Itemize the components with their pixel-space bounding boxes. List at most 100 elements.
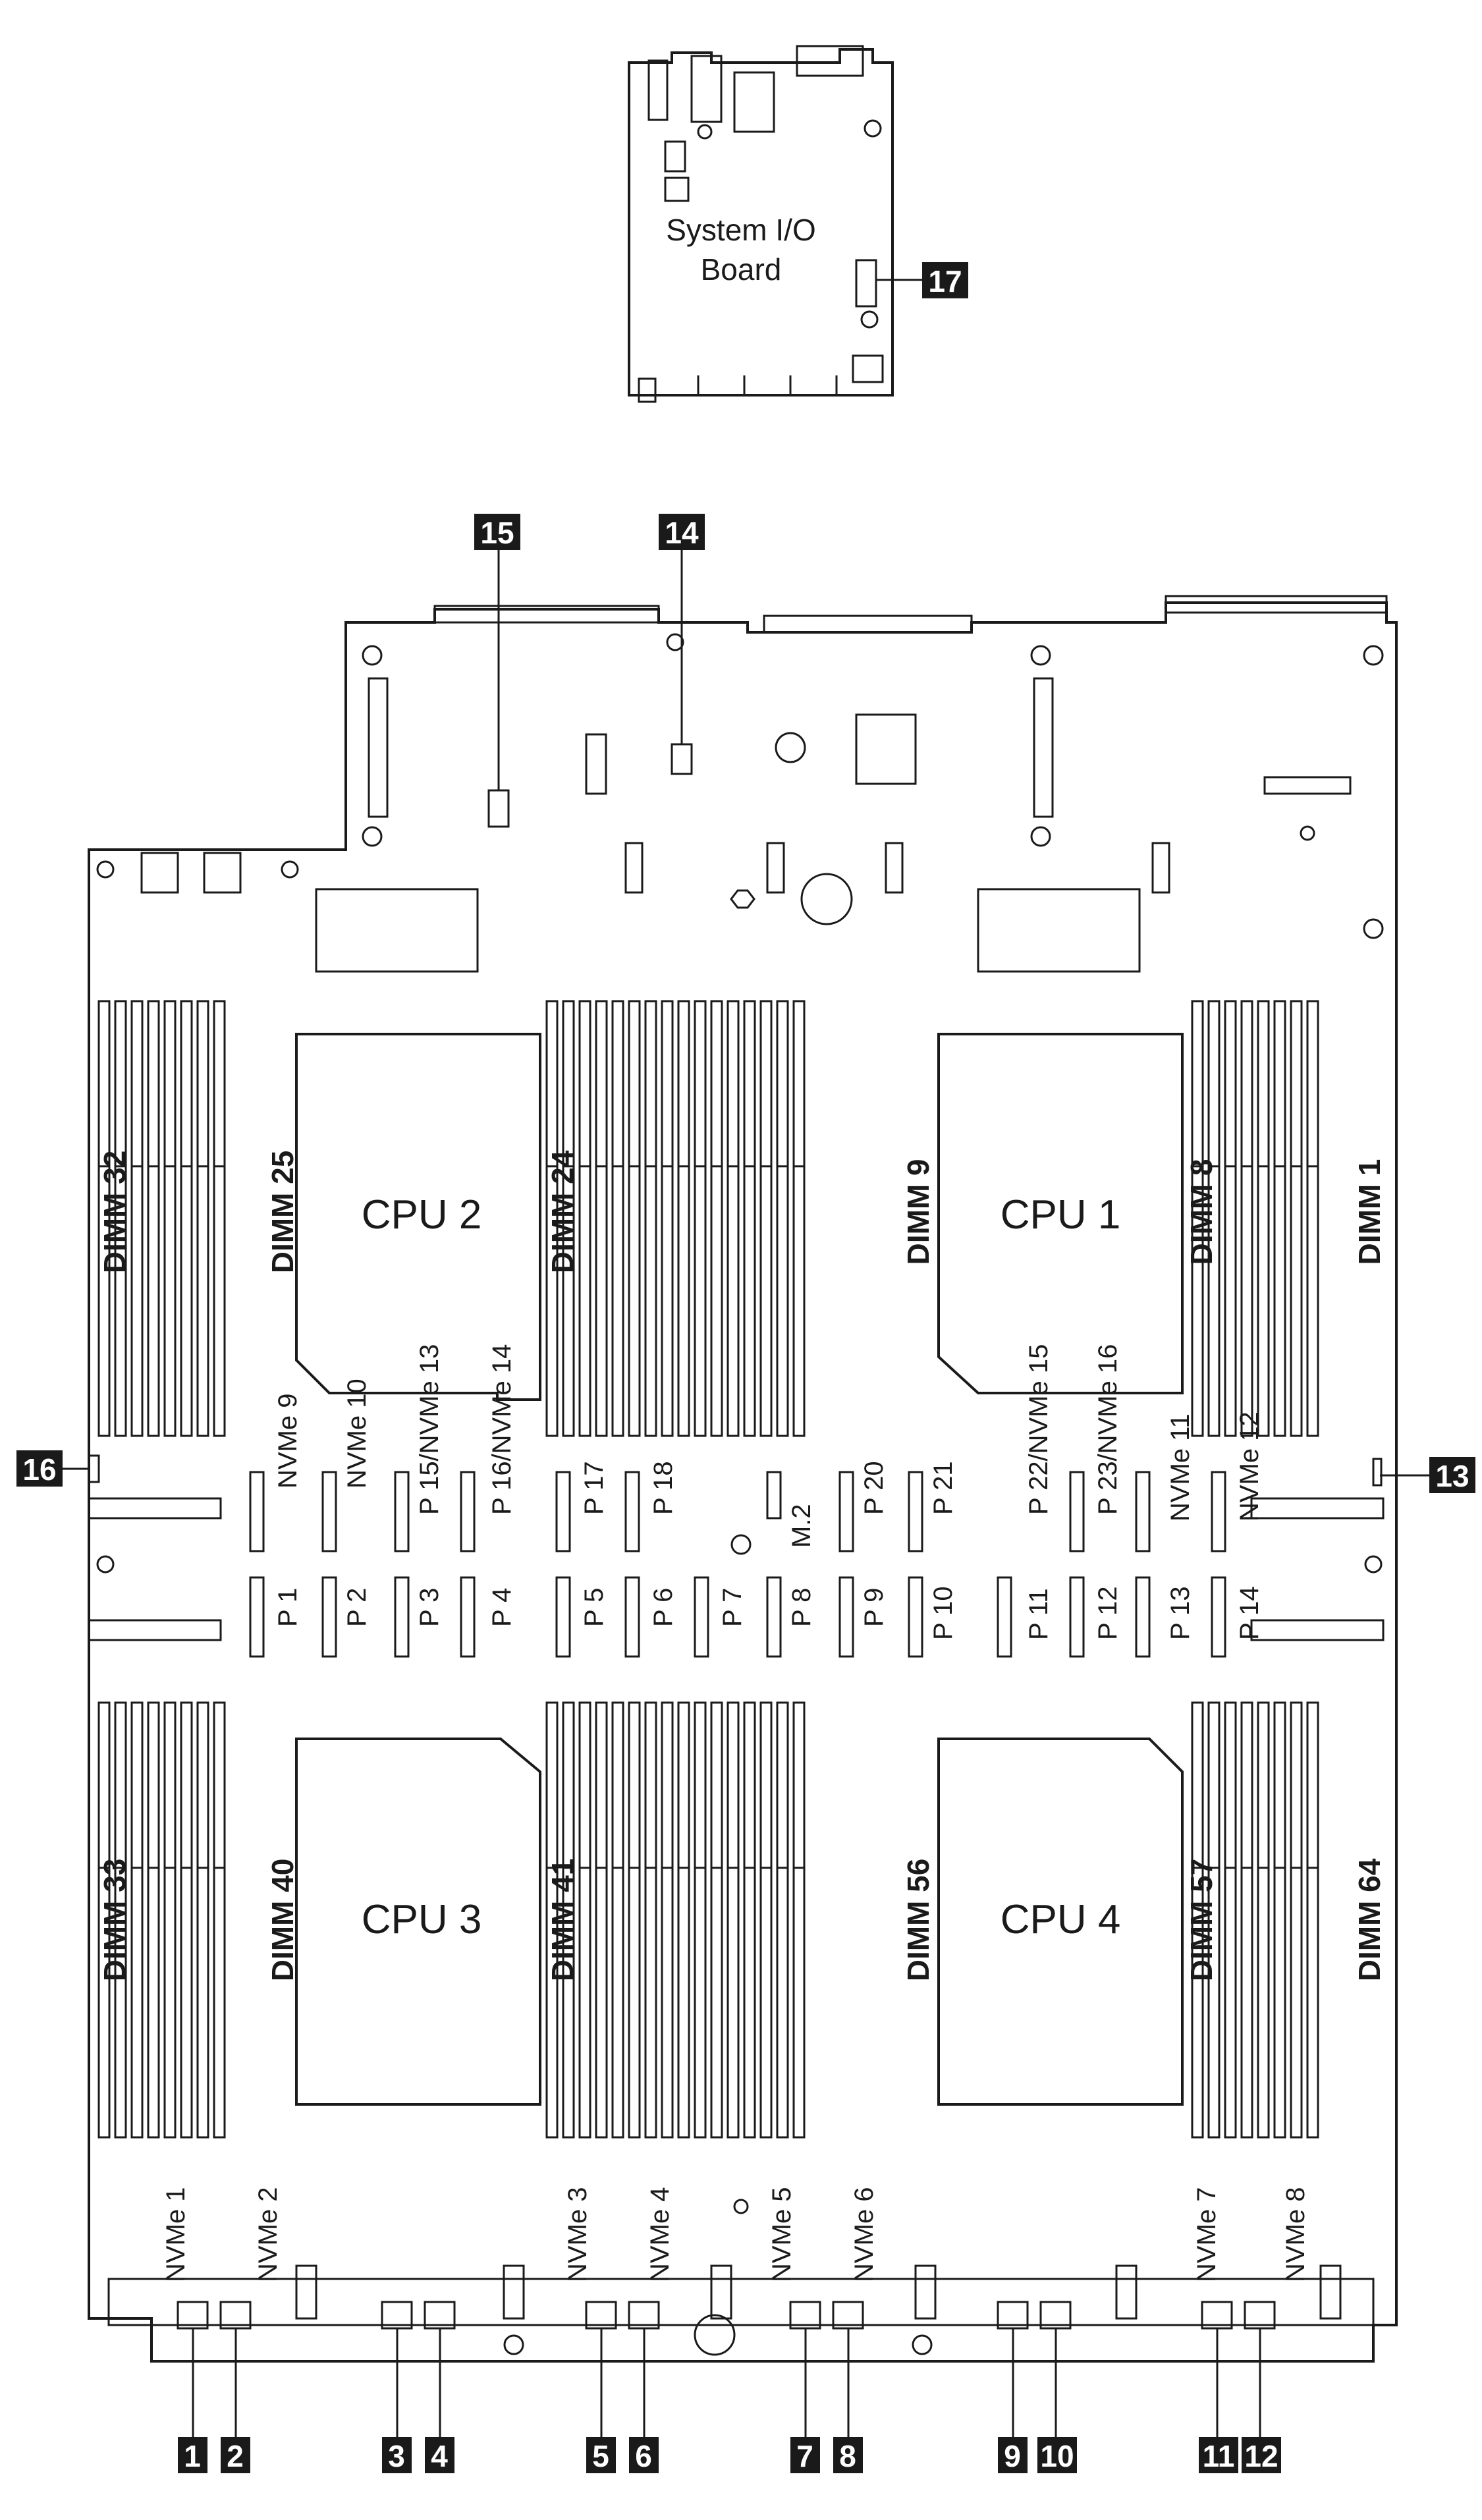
- dimm-slot: [759, 1000, 773, 1437]
- pcie-connectors: NVMe 9 NVMe 10 P 15/NVMe 13 P 16/NVMe 14…: [249, 1344, 1264, 1658]
- svg-text:12: 12: [1244, 2439, 1278, 2473]
- pcie-label-p3: P 3: [415, 1588, 444, 1627]
- callout-15: 15: [474, 514, 520, 550]
- callout-17: 17: [922, 262, 968, 298]
- svg-text:1: 1: [184, 2439, 201, 2473]
- dimm-slot: [727, 1701, 740, 2139]
- dimm-slot: [644, 1000, 657, 1437]
- dimm-slot: [743, 1701, 756, 2139]
- svg-text:8: 8: [839, 2439, 856, 2473]
- dimm-slot: [628, 1000, 641, 1437]
- dimm-slot: [97, 1000, 111, 1437]
- nvme-4-label: NVMe 4: [645, 2187, 674, 2283]
- pcie-label-p21: P 21: [929, 1461, 958, 1515]
- dimm-32-label: DIMM 32: [97, 1151, 132, 1274]
- dimm-slot: [694, 1000, 707, 1437]
- io-board-title-line1: System I/O: [666, 213, 815, 247]
- dimm-slot: [694, 1701, 707, 2139]
- dimm-8-label: DIMM 8: [1184, 1159, 1219, 1265]
- nvme-7-label: NVMe 7: [1192, 2187, 1221, 2283]
- dimm-slot: [545, 1701, 559, 2139]
- dimm-slot: [1240, 1701, 1253, 2139]
- dimm-slot: [545, 1000, 559, 1437]
- nvme-1-label: NVMe 1: [161, 2187, 190, 2283]
- dimm-slot: [130, 1000, 144, 1437]
- pcie-label-p12: P 12: [1093, 1586, 1122, 1640]
- pcie-label-nvme-11: NVMe 11: [1166, 1413, 1195, 1521]
- cpu-sockets: CPU 2 CPU 1 CPU 3 CPU 4: [295, 1033, 1184, 2106]
- nvme-8-label: NVMe 8: [1281, 2187, 1310, 2283]
- callout-2: 2: [221, 2437, 250, 2473]
- callout-12: 12: [1242, 2437, 1281, 2473]
- dimm-slot: [163, 1000, 177, 1437]
- svg-text:10: 10: [1040, 2439, 1074, 2473]
- dimm-57-label: DIMM 57: [1184, 1859, 1219, 1982]
- pcie-label-p10: P 10: [929, 1586, 958, 1640]
- dimm-slot: [114, 1701, 127, 2139]
- dimm-slot: [611, 1000, 624, 1437]
- dimm-slot: [1257, 1000, 1270, 1437]
- pcie-label-m2: M.2: [787, 1504, 816, 1548]
- dimm-slot: [147, 1701, 160, 2139]
- dimm-slot: [1306, 1000, 1319, 1437]
- dimm-slot: [1191, 1701, 1204, 2139]
- dimm-slot: [792, 1701, 806, 2139]
- callout-16: 16: [16, 1450, 63, 1487]
- svg-text:13: 13: [1435, 1459, 1469, 1493]
- callout-4: 4: [425, 2437, 454, 2473]
- dimm-slot: [661, 1000, 674, 1437]
- svg-text:15: 15: [480, 516, 514, 550]
- pcie-label-p15-nvme-13: P 15/NVMe 13: [415, 1344, 444, 1515]
- io-board-title-line2: Board: [701, 252, 782, 287]
- svg-text:9: 9: [1004, 2439, 1021, 2473]
- callout-7: 7: [790, 2437, 820, 2473]
- dimm-slot: [1257, 1701, 1270, 2139]
- dimm-slot: [1273, 1000, 1286, 1437]
- callout-14: 14: [659, 514, 705, 550]
- dimm-slot: [180, 1000, 193, 1437]
- dimm-slot: [776, 1701, 789, 2139]
- svg-text:16: 16: [22, 1452, 56, 1487]
- callouts: 1 2 3 4 5 6 7 8 9 10 11 12 13 14 15 16 1…: [16, 262, 1475, 2473]
- dimm-slot: [163, 1701, 177, 2139]
- pcie-label-nvme-9: NVMe 9: [273, 1394, 302, 1489]
- dimm-slot: [1240, 1000, 1253, 1437]
- dimm-slot: [792, 1000, 806, 1437]
- cpu-3-label: CPU 3: [362, 1897, 482, 1942]
- dimm-slot: [1224, 1701, 1237, 2139]
- dimm-slot: [196, 1000, 209, 1437]
- pcie-label-p11: P 11: [1024, 1588, 1053, 1640]
- dimm-64-label: DIMM 64: [1352, 1858, 1386, 1981]
- dimm-25-label: DIMM 25: [265, 1151, 300, 1274]
- dimm-slot: [578, 1701, 591, 2139]
- dimm-slot: [213, 1701, 226, 2139]
- dimm-slot: [196, 1701, 209, 2139]
- svg-text:5: 5: [592, 2439, 609, 2473]
- dimm-slot: [710, 1000, 723, 1437]
- callout-3: 3: [382, 2437, 412, 2473]
- dimm-slot: [677, 1701, 690, 2139]
- dimm-slot: [628, 1701, 641, 2139]
- dimm-slot: [776, 1000, 789, 1437]
- dimm-slot: [1224, 1000, 1237, 1437]
- pcie-label-p9: P 9: [860, 1588, 889, 1627]
- pcie-label-nvme-12: NVMe 12: [1235, 1411, 1264, 1521]
- dimm-slot: [213, 1000, 226, 1437]
- dimm-labels: DIMM 32 DIMM 25 DIMM 24 DIMM 9 DIMM 8 DI…: [97, 1150, 1386, 1981]
- pcie-label-p14: P 14: [1235, 1586, 1264, 1640]
- dimm-slot: [727, 1000, 740, 1437]
- dimm-slot: [1290, 1000, 1303, 1437]
- callout-9: 9: [998, 2437, 1028, 2473]
- dimm-40-label: DIMM 40: [265, 1859, 300, 1982]
- dimm-slot: [1191, 1000, 1204, 1437]
- pcie-label-p13: P 13: [1166, 1586, 1195, 1640]
- svg-text:6: 6: [635, 2439, 652, 2473]
- dimm-slot: [710, 1701, 723, 2139]
- callout-11: 11: [1199, 2437, 1238, 2473]
- dimm-slot: [147, 1000, 160, 1437]
- cpu-1-label: CPU 1: [1001, 1192, 1121, 1238]
- svg-text:17: 17: [928, 264, 962, 298]
- callout-8: 8: [833, 2437, 863, 2473]
- pcie-label-p20: P 20: [860, 1461, 889, 1515]
